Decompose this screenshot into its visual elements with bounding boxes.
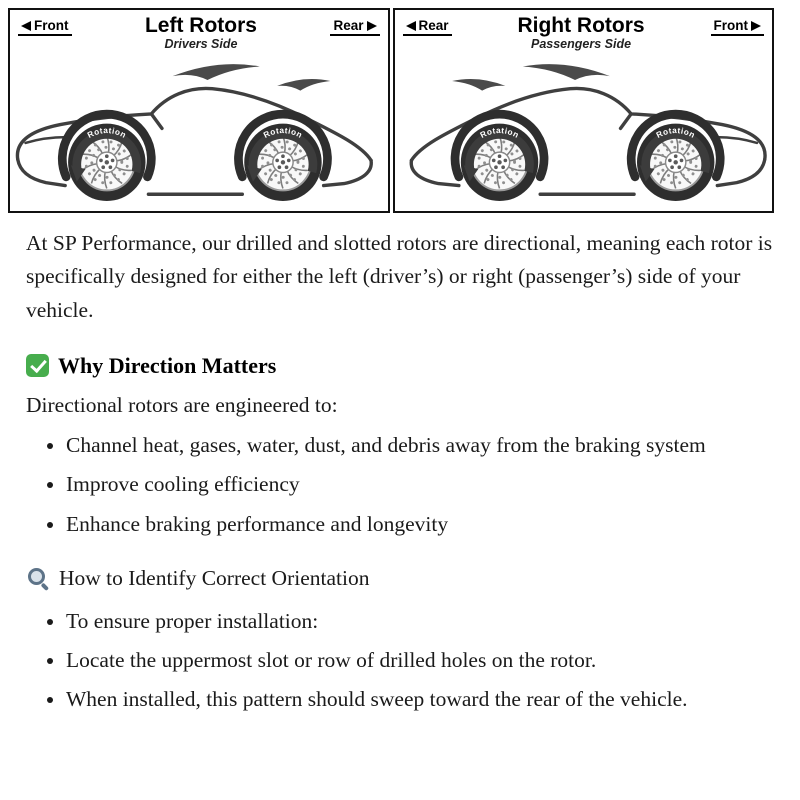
arrow-right-icon	[751, 20, 761, 31]
rear-rotor-left	[244, 124, 321, 201]
front-rotor-right	[636, 124, 713, 201]
list-item: When installed, this pattern should swee…	[66, 683, 774, 715]
front-direction-label: Front	[710, 17, 764, 36]
front-label-text: Front	[713, 18, 749, 33]
rear-rotor-right	[460, 124, 537, 201]
orientation-list: To ensure proper installation: Locate th…	[42, 605, 774, 716]
left-rotors-panel: Front Left Rotors Drivers Side Rear	[8, 8, 390, 213]
rear-label-text: Rear	[333, 18, 364, 33]
rotor-direction-article: At SP Performance, our drilled and slott…	[8, 227, 774, 716]
rear-label-text: Rear	[418, 18, 449, 33]
panel-title: Left Rotors	[144, 14, 257, 37]
list-item: Locate the uppermost slot or row of dril…	[66, 644, 774, 676]
section-heading-why-direction-matters: Why Direction Matters	[26, 353, 774, 379]
rear-direction-label: Rear	[402, 17, 452, 36]
rear-direction-label: Rear	[330, 17, 380, 36]
right-panel-header: Rear Right Rotors Passengers Side Front	[395, 10, 773, 51]
section-heading-text: Why Direction Matters	[58, 352, 277, 378]
section-heading-text: How to Identify Correct Orientation	[59, 565, 370, 590]
panel-subtitle: Passengers Side	[530, 37, 632, 52]
list-item: Improve cooling efficiency	[66, 468, 774, 500]
page: Rotation Front	[0, 0, 800, 748]
car-illustration-right	[395, 51, 773, 211]
panel-title: Right Rotors	[517, 14, 645, 37]
list-item: Enhance braking performance and longevit…	[66, 508, 774, 540]
intro-paragraph: At SP Performance, our drilled and slott…	[26, 230, 773, 322]
magnifier-icon	[26, 566, 50, 590]
right-rotors-panel: Rear Right Rotors Passengers Side Front	[392, 8, 774, 213]
list-item: To ensure proper installation:	[66, 605, 774, 637]
car-illustration-left	[10, 51, 388, 211]
arrow-left-icon	[405, 20, 416, 31]
left-panel-header: Front Left Rotors Drivers Side Rear	[10, 10, 388, 51]
arrow-right-icon	[366, 20, 377, 31]
front-rotor-left	[68, 124, 145, 201]
panel-subtitle: Drivers Side	[164, 37, 238, 52]
front-direction-label: Front	[18, 17, 72, 36]
check-icon	[26, 354, 49, 378]
rotor-direction-diagram: Front Left Rotors Drivers Side Rear	[8, 8, 774, 213]
benefits-list: Channel heat, gases, water, dust, and de…	[42, 429, 774, 540]
arrow-left-icon	[21, 20, 31, 31]
list-item: Channel heat, gases, water, dust, and de…	[66, 429, 774, 461]
section-lead: Directional rotors are engineered to:	[26, 392, 338, 417]
section-heading-identify-orientation: How to Identify Correct Orientation	[26, 566, 774, 591]
front-label-text: Front	[34, 18, 69, 33]
